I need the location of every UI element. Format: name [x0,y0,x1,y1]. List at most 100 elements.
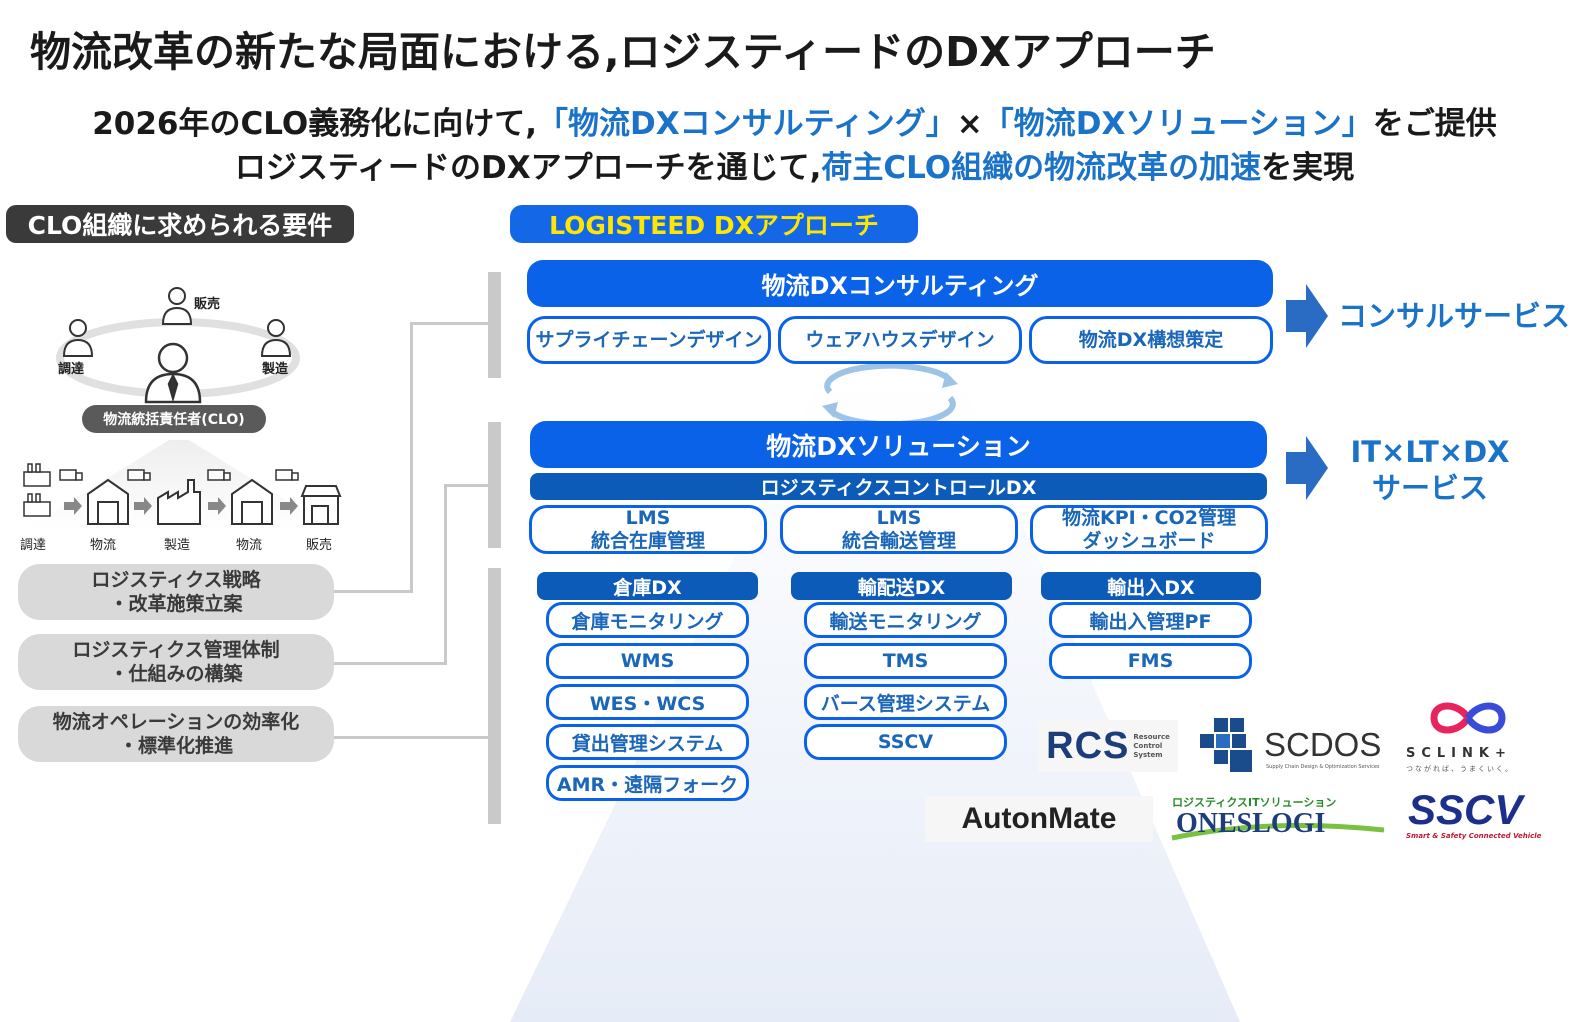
warehouse-icon [231,478,273,525]
category-warehouse-dx: 倉庫DX [537,572,758,600]
sscv-logo: SSCV Smart & Safety Connected Vehicle [1404,786,1541,846]
requirement-box: ロジスティクス管理体制 ・仕組みの構築 [18,634,334,690]
category-transport-dx: 輸配送DX [791,572,1012,600]
subtitle-line-2: ロジスティードのDXアプローチを通じて,荷主CLO組織の物流改革の加速を実現 [0,142,1589,187]
subtitle-text: 2026年のCLO義務化に向けて, [92,106,538,142]
solution-item: 物流KPI・CO2管理ダッシュボード [1030,505,1268,554]
sclink-logo-sub: つながれば、うまくいく。 [1406,765,1514,773]
oneslogi-logo-text: ONESLOGI [1176,808,1326,839]
oneslogi-logo: ロジスティクスITソリューション ONESLOGI [1168,794,1390,846]
factory-icon [157,479,201,525]
subtitle-text: を実現 [1261,150,1355,186]
autonmate-logo-text: AutonMate [961,802,1117,835]
requirements-header: CLO組織に求められる要件 [6,205,354,243]
dx-approach-header: LOGISTEED DXアプローチ [510,205,918,243]
solution-item-text: LMS [625,506,671,529]
transport-item: SSCV [804,724,1007,760]
rcs-logo-text: RCS [1046,724,1130,767]
solution-item-text: 物流KPI・CO2管理 [1061,506,1237,529]
subtitle-line-1: 2026年のCLO義務化に向けて,「物流DXコンサルティング」×「物流DXソリュ… [0,98,1589,143]
truck-icon [127,469,151,481]
section-bracket [488,568,501,824]
arrow-icon [64,497,82,515]
store-icon [300,485,342,525]
clo-people-diagram [56,287,300,404]
scdos-logo-sub: Supply Chain Design & Optimization Servi… [1266,764,1380,770]
connector-line [410,322,413,593]
scdos-mark-icon [1200,718,1252,772]
flow-label: 物流 [89,538,116,553]
solution-item-text: 統合輸送管理 [841,529,956,552]
oneslogi-swoosh-icon [1171,823,1385,841]
connector-line [334,736,490,739]
trade-item: FMS [1049,643,1252,679]
label-manufacturing: 製造 [262,362,289,377]
consulting-service-label: コンサルサービス [1338,299,1571,333]
requirement-text: ・仕組みの構築 [109,663,243,685]
consulting-item: 物流DX構想策定 [1029,316,1273,364]
flow-label: 物流 [235,538,262,553]
warehouse-item: AMR・遠隔フォーク [546,765,749,801]
subtitle-highlight: 「物流DXコンサルティング」 [537,106,957,142]
requirement-text: 物流オペレーションの効率化 [52,711,300,733]
consulting-item: ウェアハウスデザイン [778,316,1022,364]
connector-line [444,484,447,665]
service-text: サービス [1371,471,1488,505]
rcs-logo: RCS Resource Control System [1038,720,1178,772]
warehouse-item: WES・WCS [546,684,749,720]
requirement-box: ロジスティクス戦略 ・改革施策立案 [18,564,334,620]
clo-person-icon [144,342,202,404]
control-dx-bar: ロジスティクスコントロールDX [530,473,1267,500]
subtitle-text: をご提供 [1372,106,1497,142]
subtitle-highlight: 「物流DXソリューション」 [982,106,1373,142]
connector-line [444,484,490,487]
subtitle-highlight: 荷主CLO組織の物流改革の加速 [821,150,1262,186]
solution-item-text: ダッシュボード [1082,529,1216,552]
truck-icon [207,469,231,481]
warehouse-item: 貸出管理システム [546,724,749,760]
clo-label: 物流統括責任者(CLO) [82,405,266,433]
arrow-right-icon [1286,436,1328,500]
label-procurement: 調達 [58,362,85,377]
flow-label: 販売 [305,538,332,553]
warehouse-item: WMS [546,643,749,679]
scdos-logo: SCDOS Supply Chain Design & Optimization… [1200,716,1381,774]
requirement-text: ・標準化推進 [118,735,233,757]
rcs-logo-sub-text: Resource [1133,732,1170,741]
connector-line [410,322,490,325]
connector-line [334,662,446,665]
category-trade-dx: 輸出入DX [1041,572,1261,600]
section-bracket [488,422,501,548]
arrow-icon [280,497,298,515]
flow-label: 製造 [163,538,190,553]
page-title: 物流改革の新たな局面における,ロジスティードのDXアプローチ [30,28,1216,76]
autonmate-logo: AutonMate [925,796,1153,842]
consulting-bar: 物流DXコンサルティング [527,260,1273,307]
solution-service-label: IT×LT×DX サービス [1340,434,1520,506]
warehouse-icon [87,478,129,525]
factory-icon [23,463,51,517]
solution-bar: 物流DXソリューション [530,421,1267,468]
sscv-logo-sub: Smart & Safety Connected Vehicle [1406,832,1542,840]
truck-icon [275,469,299,481]
transport-item: バース管理システム [804,684,1007,720]
flow-label: 調達 [19,538,46,553]
arrow-icon [134,497,152,515]
sclink-logo-text: SCLINK+ [1406,746,1512,761]
supply-flow-diagram [23,440,342,530]
solution-item-text: LMS [876,506,922,529]
consulting-item: サプライチェーンデザイン [527,316,771,364]
sclink-logo: SCLINK+ つながれば、うまくいく。 [1400,698,1540,778]
rcs-logo-sub-text: System [1133,750,1163,759]
transport-item: 輸送モニタリング [804,602,1007,638]
person-icon [260,319,292,357]
sscv-logo-text: SSCV [1408,786,1523,833]
solution-item-text: 統合在庫管理 [590,529,705,552]
warehouse-item: 倉庫モニタリング [546,602,749,638]
requirement-text: ・改革施策立案 [109,593,243,615]
label-sales: 販売 [194,297,221,312]
connector-line [334,590,412,593]
person-icon [161,287,193,325]
